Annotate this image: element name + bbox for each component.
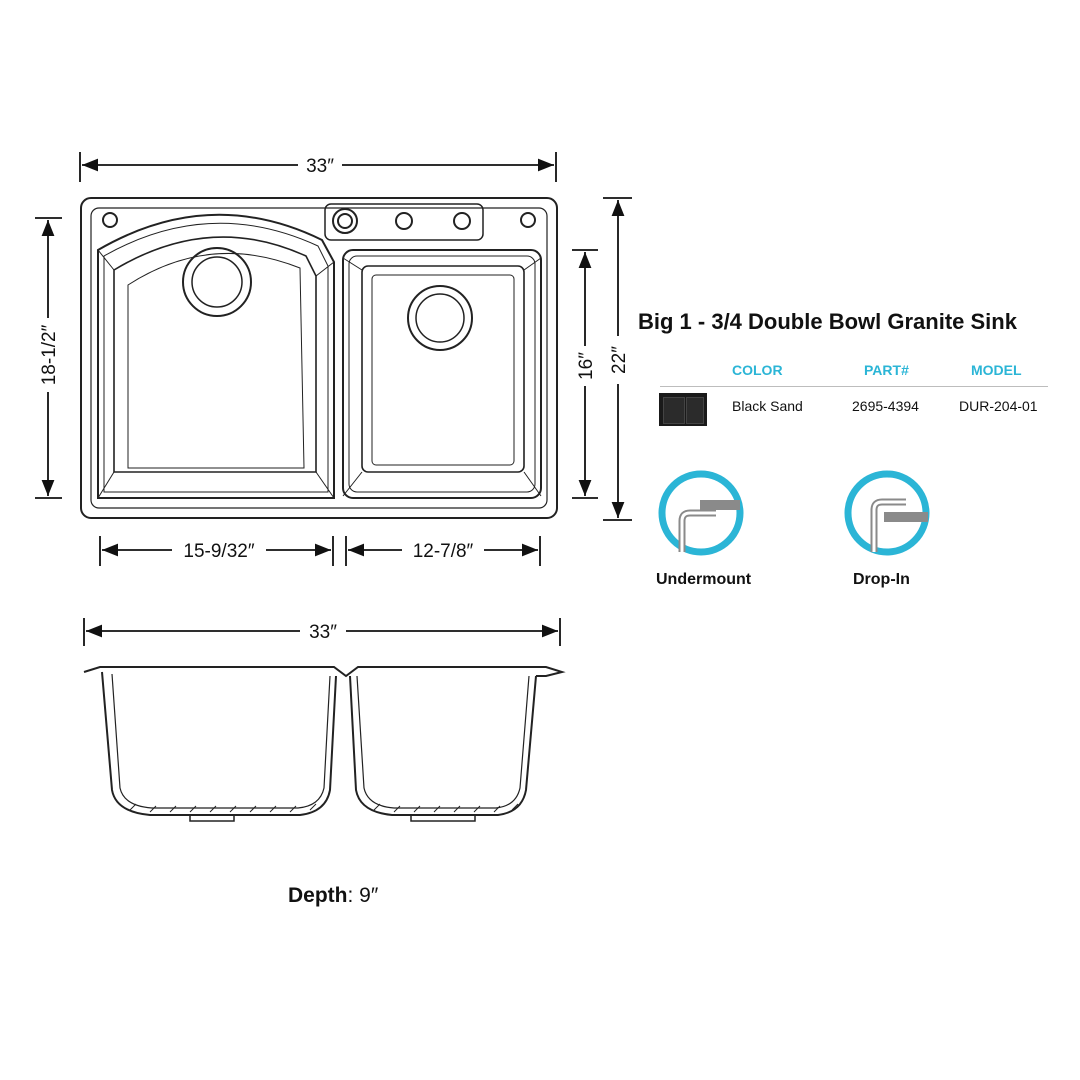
dim-left-bowl-width: 15-9/32″ [183, 541, 254, 562]
faucet-hole [395, 212, 413, 230]
drain [182, 247, 252, 317]
undermount-icon [658, 470, 744, 556]
dim-overall-height: 22″ [609, 346, 630, 374]
drain-outlet [410, 814, 476, 822]
dim-side-width: 33″ [309, 622, 337, 643]
spec-model-value: DUR-204-01 [959, 398, 1038, 414]
dim-overall-depth: 18-1/2″ [39, 324, 60, 385]
spec-header-color: COLOR [732, 362, 783, 378]
right-bowl [342, 249, 542, 499]
top-view [80, 197, 558, 519]
depth-caption: Depth: 9″ [288, 884, 378, 908]
faucet-hole [520, 212, 536, 228]
faucet-hole [337, 213, 353, 229]
spec-header-part: PART# [864, 362, 909, 378]
drain [191, 256, 243, 308]
faucet-deck [324, 203, 484, 241]
drop-in-icon [844, 470, 930, 556]
spec-header-model: MODEL [971, 362, 1022, 378]
sink-inner-rim [90, 207, 548, 509]
faucet-hole [453, 212, 471, 230]
spec-color-value: Black Sand [732, 398, 803, 414]
dim-top-width: 33″ [306, 156, 334, 177]
faucet-hole [102, 212, 118, 228]
sink-outer-rim [80, 197, 558, 519]
dim-right-bowl-width: 12-7/8″ [413, 541, 474, 562]
side-view [83, 666, 566, 822]
product-title: Big 1 - 3/4 Double Bowl Granite Sink [638, 309, 1017, 334]
dimension-lines [35, 152, 632, 646]
drop-in-label: Drop-In [853, 571, 910, 588]
depth-label: Depth [288, 884, 348, 907]
faucet-hole [332, 208, 358, 234]
drain [415, 293, 465, 343]
dim-bowl-height: 16″ [576, 352, 597, 380]
depth-value: : 9″ [347, 884, 379, 907]
left-bowl [97, 213, 335, 499]
drain-outlet [189, 814, 235, 822]
spec-part-value: 2695-4394 [852, 398, 919, 414]
undermount-label: Undermount [656, 571, 752, 588]
color-swatch [659, 393, 707, 426]
drain [407, 285, 473, 351]
spec-divider [660, 386, 1048, 387]
